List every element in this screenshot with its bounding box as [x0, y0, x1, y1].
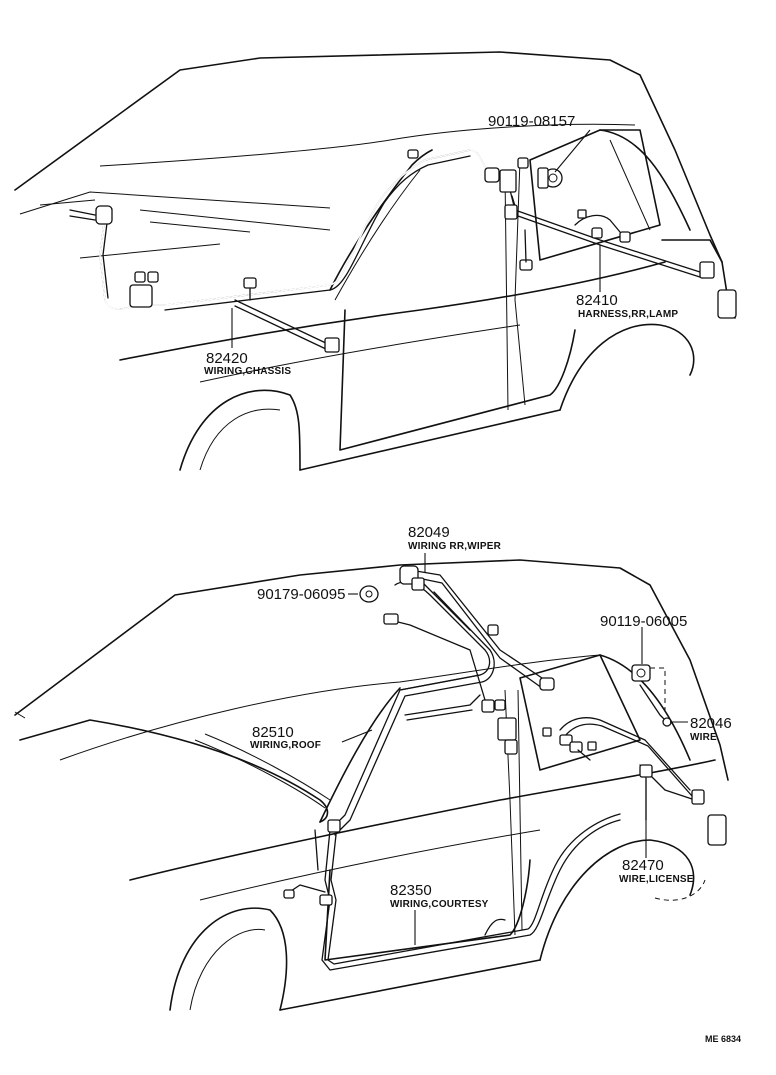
callout-label: HARNESS,RR,LAMP — [578, 309, 678, 320]
callout-number: 82410 — [576, 292, 618, 309]
callout-number: 82510 — [252, 724, 294, 741]
callout-label: WIRING,ROOF — [250, 740, 321, 751]
callout-label: WIRE,LICENSE — [619, 874, 694, 885]
reference-code: ME 6834 — [705, 1034, 741, 1044]
top-callouts: 90119-08157 82410 HARNESS,RR,LAMP 82420 … — [204, 113, 678, 377]
callout-number: 90119-08157 — [488, 113, 575, 130]
bottom-callouts: 82049 WIRING RR,WIPER 90179-06095 90119-… — [250, 524, 732, 910]
callout-number: 82350 — [390, 882, 432, 899]
callout-number: 82046 — [690, 715, 732, 732]
callout-label: WIRING,CHASSIS — [204, 366, 291, 377]
callout-label: WIRING RR,WIPER — [408, 541, 502, 552]
callout-label: WIRING,COURTESY — [390, 899, 489, 910]
bottom-wiring — [283, 553, 705, 971]
top-wiring — [69, 129, 715, 353]
callout-number: 90119-06005 — [600, 613, 687, 630]
callout-label: WIRE — [690, 732, 717, 743]
callout-number: 82420 — [206, 350, 248, 367]
callout-number: 82470 — [622, 857, 664, 874]
callout-number: 82049 — [408, 524, 450, 541]
callout-number: 90179-06095 — [257, 586, 345, 603]
top-car-body — [14, 51, 737, 471]
bottom-car-body — [14, 559, 729, 1011]
